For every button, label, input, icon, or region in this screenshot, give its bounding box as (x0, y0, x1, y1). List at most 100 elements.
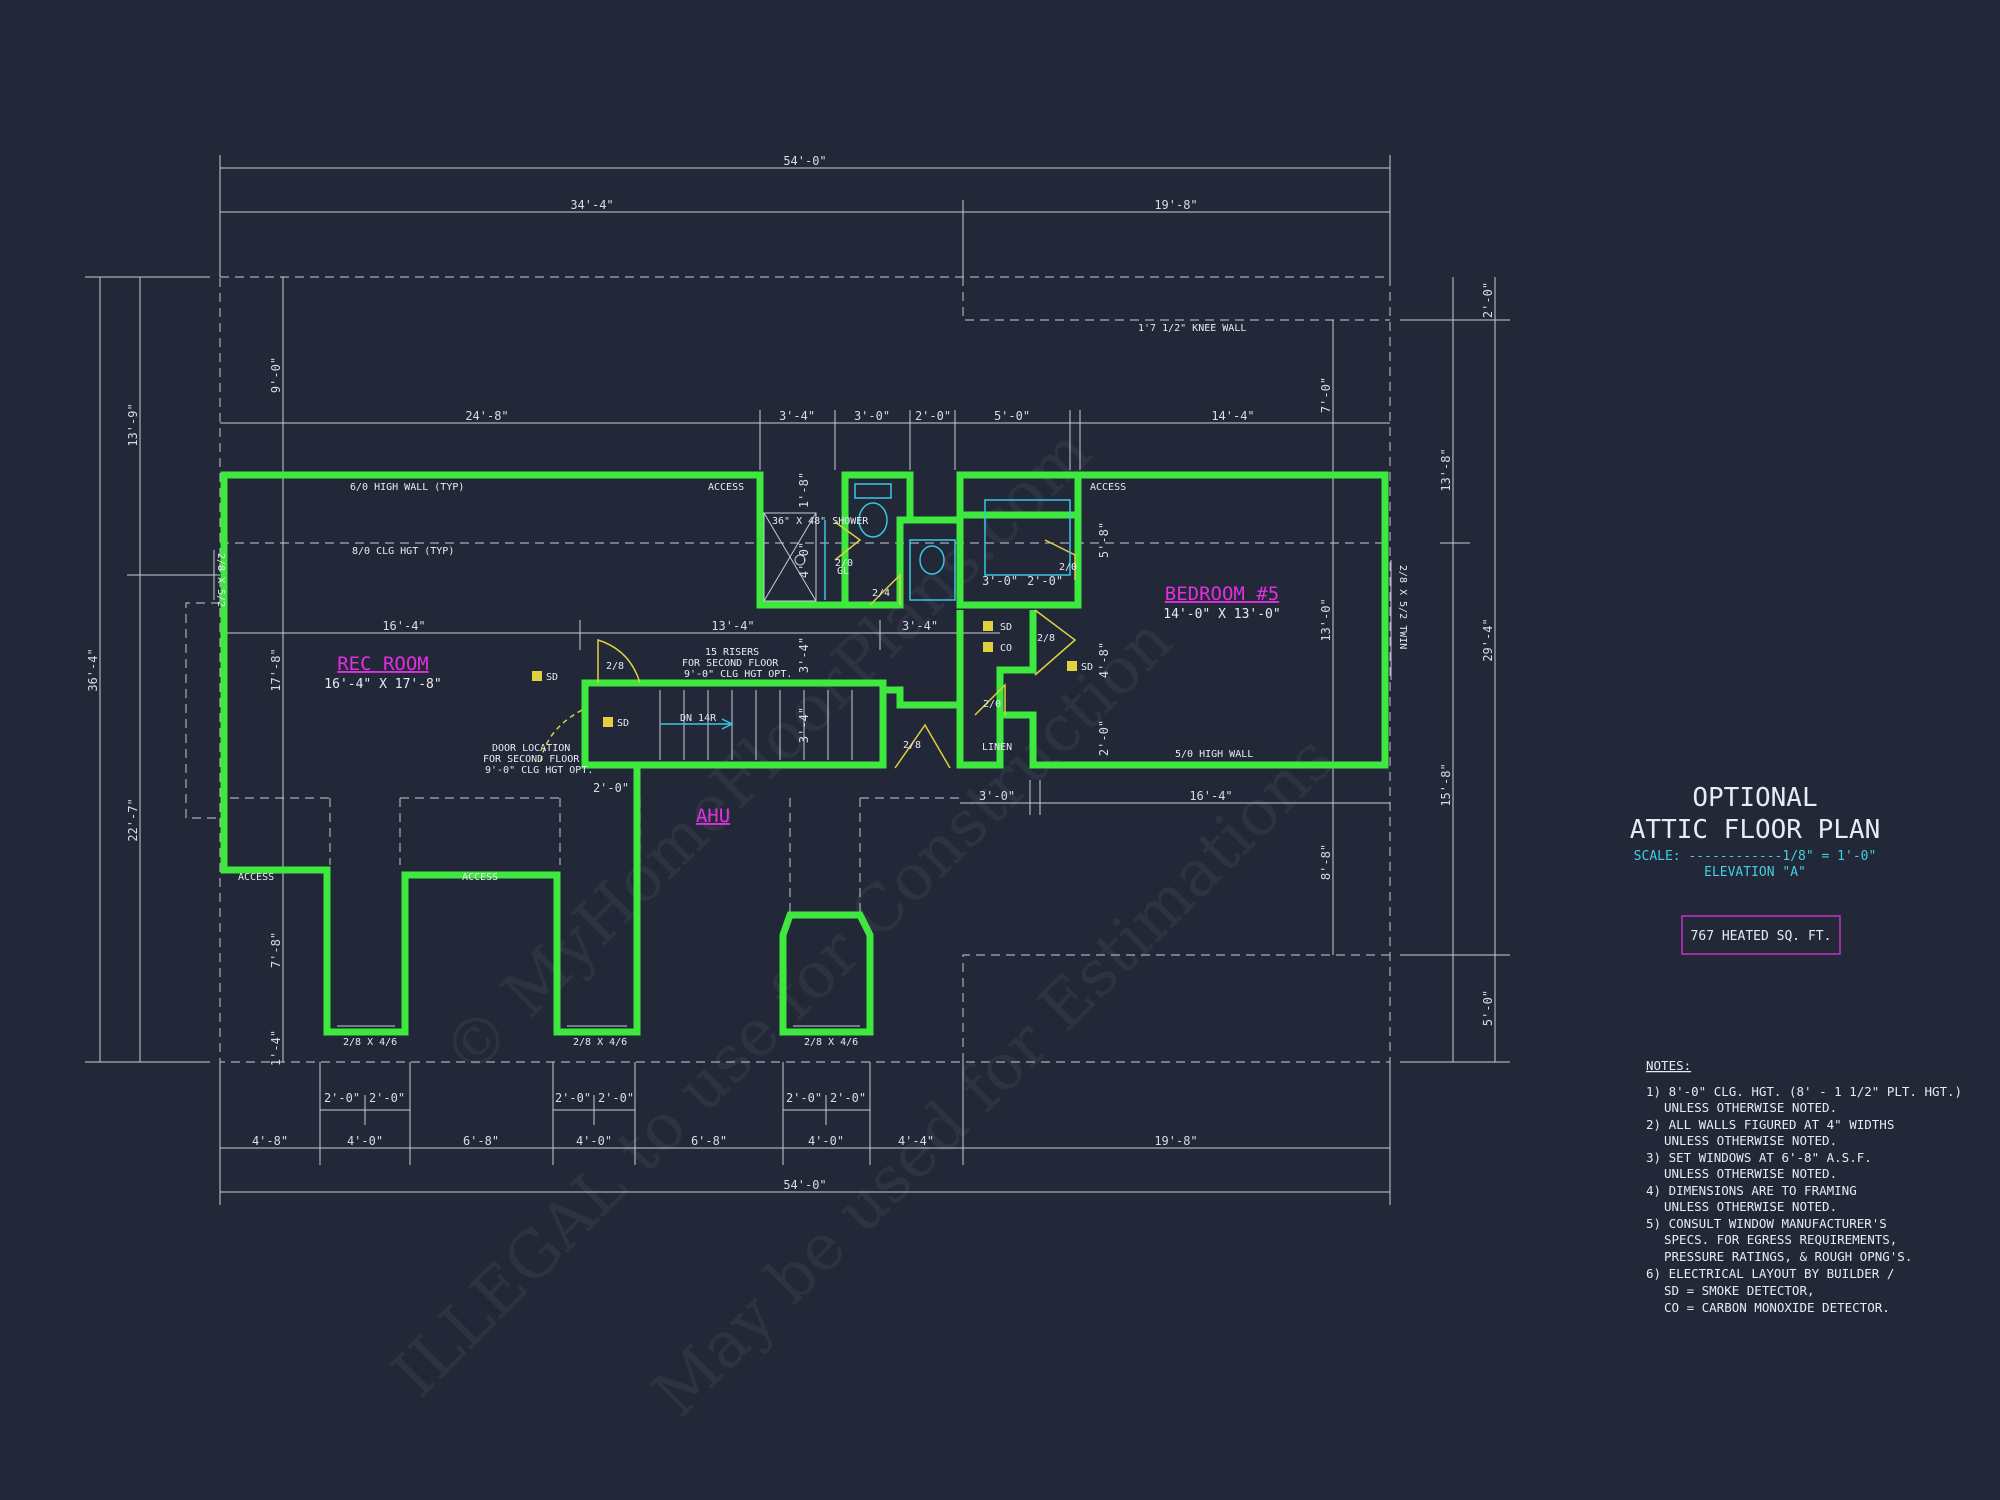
rec-room-name: REC ROOM (337, 653, 429, 675)
co-detector-hall (983, 642, 993, 652)
dim-bottom-row: 4'-4" (898, 1134, 934, 1148)
dimension-labels: 54'-0" 34'-4" 19'-8" 24'-8" 3'-4" 3'-0" … (86, 154, 1495, 1192)
dim-bottom-sub: 2'-0" (598, 1091, 634, 1105)
dim-row2: 5'-0" (994, 409, 1030, 423)
dim-right: 15'-8" (1439, 763, 1453, 806)
note-line: 6) ELECTRICAL LAYOUT BY BUILDER / (1646, 1266, 1894, 1281)
sink (919, 545, 945, 575)
stair-treads (659, 690, 853, 760)
dim-top-right: 19'-8" (1154, 198, 1197, 212)
door-swing-28-bath (894, 723, 951, 769)
notes: NOTES: 1) 8'-0" CLG. HGT. (8' - 1 1/2" P… (1646, 1058, 1962, 1315)
dim-interior: 2'-0" (1097, 720, 1111, 756)
sd-detector-hall (983, 621, 993, 631)
door-size-label: 2/8 (1037, 633, 1055, 644)
dim-row2: 3'-4" (779, 409, 815, 423)
dim-bottom-sub: 2'-0" (555, 1091, 591, 1105)
shower-2 (984, 499, 1071, 576)
dim-left-total: 36'-4" (86, 648, 100, 691)
sd-label: SD (1000, 622, 1012, 633)
dormer-window-label: 2/8 X 4/6 (343, 1037, 397, 1048)
dim-bottom-row: 4'-8" (252, 1134, 288, 1148)
door-size-label: 2/0 (1059, 562, 1077, 573)
dim-bottom-row: 4'-0" (347, 1134, 383, 1148)
access-label: ACCESS (1090, 482, 1126, 493)
dim-interior: 4'-0" (797, 542, 811, 578)
note-line: UNLESS OTHERWISE NOTED. (1664, 1166, 1837, 1181)
risers-label-1: 15 RISERS (705, 647, 759, 658)
dim-top-total: 54'-0" (783, 154, 826, 168)
stair-wall (581, 679, 887, 769)
dim-bottom-row: 6'-8" (463, 1134, 499, 1148)
dim-interior: 1'-8" (797, 472, 811, 508)
door-location-label-1: DOOR LOCATION (492, 743, 570, 754)
dormer-window-label: 2/8 X 4/6 (804, 1037, 858, 1048)
note-line: SD = SMOKE DETECTOR, (1664, 1283, 1815, 1298)
dim-right-total: 29'-4" (1481, 618, 1495, 661)
dim-interior: 3'-4" (797, 637, 811, 673)
dim-row2: 24'-8" (465, 409, 508, 423)
dormer-window-label: 2/8 X 4/6 (573, 1037, 627, 1048)
door-location-label-2: FOR SECOND FLOOR (483, 754, 580, 765)
note-line: CO = CARBON MONOXIDE DETECTOR. (1664, 1300, 1890, 1315)
risers-label-3: 9'-0" CLG HGT OPT. (684, 669, 792, 680)
dim-right: 5'-0" (1481, 990, 1495, 1026)
fixtures (213, 483, 1392, 1027)
rec-room-size: 16'-4" X 17'-8" (324, 677, 441, 692)
stair-direction-label: DN 14R (680, 713, 717, 724)
dim-interior: 3'-0" (979, 789, 1015, 803)
dim-left: 7'-8" (269, 932, 283, 968)
toilet-tank (854, 483, 892, 499)
note-line: 3) SET WINDOWS AT 6'-8" A.S.F. (1646, 1150, 1872, 1165)
dim-interior: 3'-4" (797, 707, 811, 743)
dim-bottom-sub: 2'-0" (830, 1091, 866, 1105)
door-size-label: 2/4 (872, 588, 890, 599)
exterior-wall (220, 471, 1389, 1036)
sd-label: SD (617, 718, 629, 729)
door-swing-bedroom (1034, 609, 1077, 676)
roof-outline (185, 276, 1391, 1063)
dimension-lines (85, 155, 1510, 1205)
note-line: PRESSURE RATINGS, & ROUGH OPNG'S. (1664, 1249, 1912, 1264)
heated-sqft: 767 HEATED SQ. FT. (1691, 929, 1832, 944)
dim-left: 9'-0" (269, 357, 283, 393)
access-label: ACCESS (462, 872, 498, 883)
door-swing-linen (974, 683, 1006, 716)
dim-bottom-row: 19'-8" (1154, 1134, 1197, 1148)
knee-wall-label: 1'7 1/2" KNEE WALL (1138, 323, 1246, 334)
dim-interior: 13'-4" (711, 619, 754, 633)
plan-elevation: ELEVATION "A" (1704, 865, 1806, 880)
dim-right: 13'-0" (1319, 598, 1333, 641)
doors (539, 521, 1077, 769)
dim-interior: 2'-0" (593, 781, 629, 795)
dim-left: 22'-7" (126, 798, 140, 841)
annotations: 6/0 HIGH WALL (TYP) 8/0 CLG HGT (TYP) AC… (215, 323, 1408, 1048)
note-line: 4) DIMENSIONS ARE TO FRAMING (1646, 1183, 1857, 1198)
dim-bottom-sub: 2'-0" (786, 1091, 822, 1105)
door-size-label: 2/8 (903, 740, 921, 751)
risers-label-2: FOR SECOND FLOOR (682, 658, 779, 669)
co-label: CO (1000, 643, 1012, 654)
dim-interior: 2'-0" (1027, 574, 1063, 588)
dim-right: 7'-0" (1319, 377, 1333, 413)
access-label: ACCESS (238, 872, 274, 883)
left-window-label: 2/8 X 5/2 (215, 553, 226, 607)
dim-bottom-row: 4'-0" (576, 1134, 612, 1148)
bedroom-size: 14'-0" X 13'-0" (1163, 607, 1280, 622)
notes-heading: NOTES: (1646, 1058, 1691, 1073)
note-line: 1) 8'-0" CLG. HGT. (8' - 1 1/2" PLT. HGT… (1646, 1084, 1962, 1099)
note-line: UNLESS OTHERWISE NOTED. (1664, 1199, 1837, 1214)
note-line: SPECS. FOR EGRESS REQUIREMENTS, (1664, 1232, 1897, 1247)
dormer-right (779, 911, 874, 1036)
detectors (532, 621, 1077, 727)
sd-label: SD (546, 672, 558, 683)
high-wall-typ-label: 6/0 HIGH WALL (TYP) (350, 482, 464, 493)
shower (763, 512, 817, 602)
plan-scale: SCALE: ------------1/8" = 1'-0" (1634, 849, 1877, 864)
dim-bottom-total: 54'-0" (783, 1178, 826, 1192)
dim-right: 2'-0" (1481, 282, 1495, 318)
dim-bottom-sub: 2'-0" (324, 1091, 360, 1105)
dim-bottom-sub: 2'-0" (369, 1091, 405, 1105)
room-labels: REC ROOM 16'-4" X 17'-8" BEDROOM #5 14'-… (324, 583, 1280, 827)
